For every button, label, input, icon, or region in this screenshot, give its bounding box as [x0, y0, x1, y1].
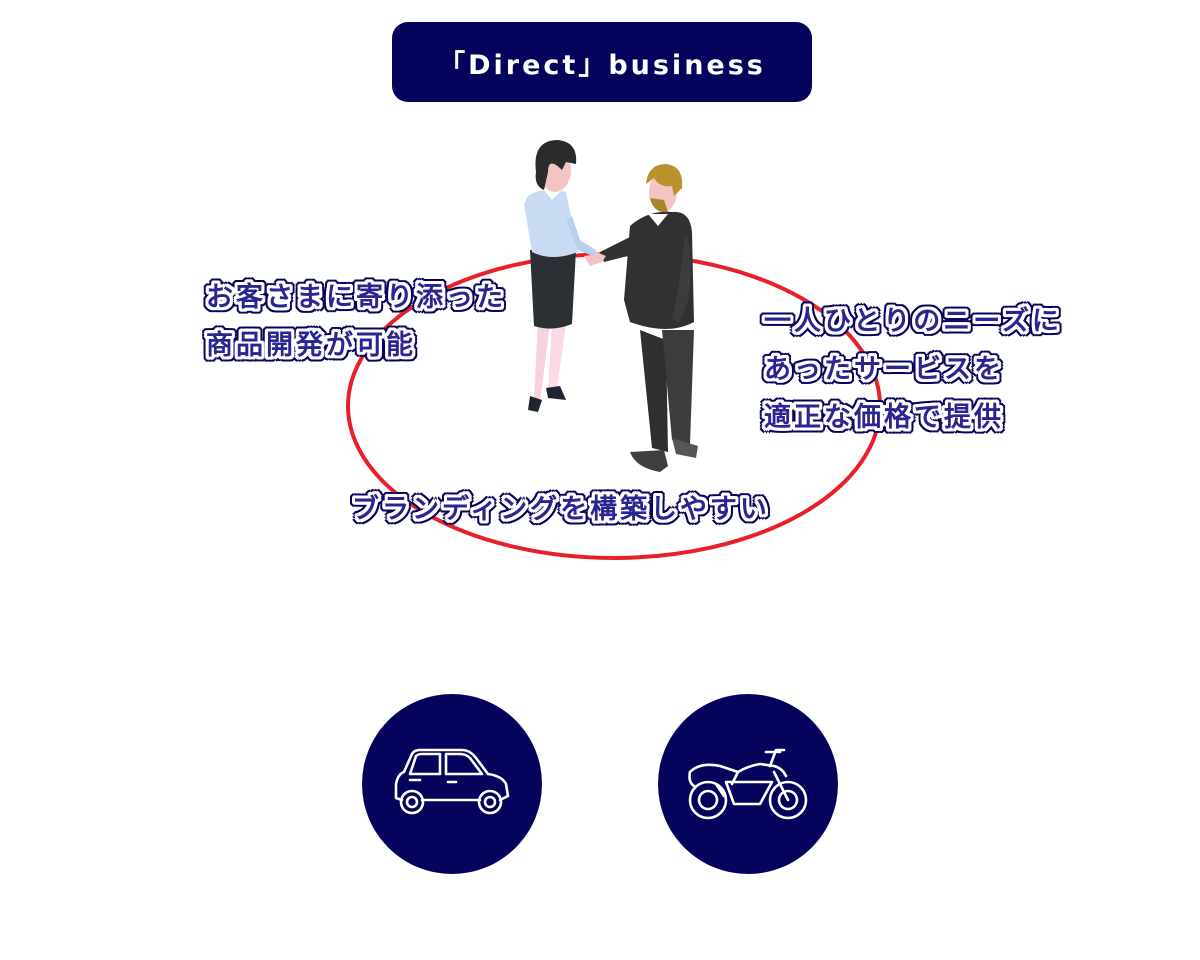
woman-figure: [524, 140, 606, 412]
benefit-label-line: お客さまに寄り添った: [206, 282, 506, 313]
car-badge: [362, 694, 542, 874]
man-figure: [584, 164, 698, 472]
motorcycle-icon: [688, 748, 808, 820]
direct-business-diagram: [346, 140, 882, 560]
benefit-label-line: 一人ひとりのニーズに: [764, 306, 1062, 337]
benefit-label-line: あったサービスを: [764, 354, 1004, 385]
benefit-label-fair-pricing: 一人ひとりのニーズに あったサービスを 適正な価格で提供: [764, 298, 1062, 442]
benefit-label-line: 商品開発が可能: [206, 330, 416, 361]
car-icon: [394, 748, 510, 815]
section-title-badge: 「Direct」business: [392, 22, 812, 102]
section-title: 「Direct」business: [438, 49, 766, 81]
benefit-label-line: 適正な価格で提供: [764, 402, 1004, 433]
benefit-label-branding: ブランディングを構築しやすい: [352, 486, 770, 534]
benefit-label-line: ブランディングを構築しやすい: [352, 494, 770, 525]
motorcycle-badge: [658, 694, 838, 874]
benefit-label-product-development: お客さまに寄り添った 商品開発が可能: [206, 274, 506, 370]
